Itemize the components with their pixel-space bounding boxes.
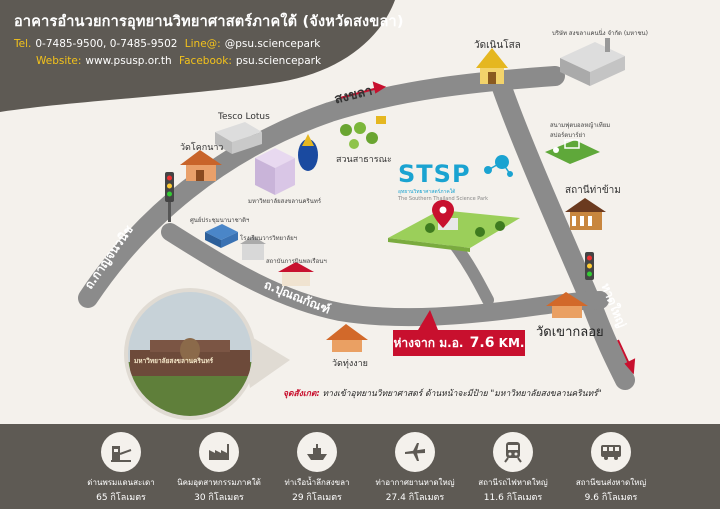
stsp-molecule-icon — [484, 155, 513, 177]
tesco-building-icon — [215, 122, 262, 154]
footer-item-train: สถานีรถไฟหาดใหญ่ 11.6 กิโลเมตร — [458, 432, 568, 504]
traffic-light-right-icon — [585, 252, 594, 280]
line-value: @psu.sciencepark — [224, 38, 321, 50]
temple-khokhan-icon — [180, 150, 222, 181]
airplane-icon — [405, 443, 425, 461]
footer-name: ด่านพรมแดนสะเดา — [87, 478, 155, 487]
label-football: สนามฟุตบอลหญ้าเทียม สปอร์ตบาร์ย่า — [550, 122, 611, 139]
label-wat-khaokloi: วัดเขากลอย — [536, 325, 604, 340]
label-hall-sub: สถาบันการบินพลเรือนฯ — [266, 258, 327, 265]
label-psu: มหาวิทยาลัยสงขลานครินทร์ — [248, 198, 322, 205]
distance-prefix: ห่างจาก ม.อ. — [393, 336, 464, 350]
psu-building-icon — [255, 148, 295, 195]
label-company: บริษัท สงขลาแคนนิ่ง จำกัด (มหาชน) — [552, 30, 648, 37]
road-songkhla — [78, 66, 565, 308]
tel-value: 0-7485-9500, 0-7485-9502 — [35, 38, 178, 50]
footer-name: สถานีขนส่งหาดใหญ่ — [575, 478, 647, 487]
football-field-icon — [545, 139, 600, 164]
direction-arrows — [339, 81, 636, 375]
stsp-logo: STSP อุทยานวิทยาศาสตร์ภาคใต้ The Souther… — [398, 160, 488, 202]
temple-nonsai-icon — [476, 48, 508, 84]
distance-unit: KM. — [498, 336, 525, 350]
website-value[interactable]: www.psusp.or.th — [85, 55, 172, 67]
footer-dist: 29 กิโลเมตร — [292, 493, 342, 503]
park-trees-icon — [340, 116, 386, 149]
note-label: จุดสังเกต: — [283, 389, 320, 399]
factory-building-icon — [560, 38, 625, 86]
label-park: สวนสาธารณะ — [336, 155, 392, 165]
location-pin-icon — [432, 200, 454, 228]
note-text: ทางเข้าอุทยานวิทยาศาสตร์ ด้านหน้าจะมีป้า… — [322, 389, 602, 399]
convention-center-icon — [205, 224, 238, 248]
contact-line-2: Website:www.psusp.or.th Facebook:psu.sci… — [36, 55, 404, 67]
footer-dist: 65 กิโลเมตร — [96, 493, 146, 503]
bus-icon — [601, 445, 621, 460]
road-punnakan — [161, 223, 609, 327]
factory-icon — [209, 444, 229, 460]
map-graphic — [78, 38, 636, 420]
distance-value: 7.6 — [469, 335, 495, 351]
footer-dist: 30 กิโลเมตร — [194, 493, 244, 503]
label-wat-khokhan: วัดโคกนาว — [180, 143, 224, 153]
footer-item-industrial: นิคมอุตสาหกรรมภาคใต้ 30 กิโลเมตร — [164, 432, 274, 504]
footer-name: ท่าอากาศยานหาดใหญ่ — [375, 478, 455, 487]
footer-item-airport: ท่าอากาศยานหาดใหญ่ 27.4 กิโลเมตร — [360, 432, 470, 504]
label-convention-sub: โรงเรียนวารวิทยาลัยฯ — [240, 235, 297, 242]
footer-name: สถานีรถไฟหาดใหญ่ — [478, 478, 548, 487]
ship-icon — [307, 444, 327, 460]
footer-item-border: ด่านพรมแดนสะเดา 65 กิโลเมตร — [66, 432, 176, 504]
facebook-value[interactable]: psu.sciencepark — [235, 55, 322, 67]
website-label: Website: — [36, 55, 82, 67]
distance-banner: ห่างจาก ม.อ. 7.6 KM. — [393, 330, 525, 356]
footer-item-bus: สถานีขนส่งหาดใหญ่ 9.6 กิโลเมตร — [556, 432, 666, 504]
label-wat-thungngai: วัดทุ่งงาย — [332, 359, 368, 369]
road-connector — [449, 239, 494, 306]
footer-name: นิคมอุตสาหกรรมภาคใต้ — [177, 478, 261, 487]
landmark-note: จุดสังเกต: ทางเข้าอุทยานวิทยาศาสตร์ ด้าน… — [283, 386, 602, 400]
hall-building-icon — [278, 262, 314, 286]
footer-name: ท่าเรือน้ำลึกสงขลา — [284, 478, 350, 487]
stsp-logo-subtitle-en: The Southern Thailand Science Park — [398, 196, 489, 202]
road-east — [490, 72, 635, 390]
footer-dist: 11.6 กิโลเมตร — [483, 493, 543, 503]
facebook-label: Facebook: — [179, 55, 232, 67]
label-wat-nonsai: วัดเนินโสล — [474, 40, 521, 51]
header-title: อาคารอำนวยการอุทยานวิทยาศาสตร์ภาคใต้ (จั… — [14, 14, 404, 30]
label-station-thakham: สถานีท่าข้าม — [565, 185, 621, 196]
distance-banner-pointer — [418, 310, 438, 330]
header-background — [0, 0, 395, 112]
photo-sign-text: มหาวิทยาลัยสงขลานครินทร์ — [134, 357, 214, 365]
footer-item-port: ท่าเรือน้ำลึกสงขลา 29 กิโลเมตร — [262, 432, 372, 504]
label-tesco: Tesco Lotus — [218, 112, 270, 122]
footer-dist: 9.6 กิโลเมตร — [584, 493, 638, 503]
label-convention: ศูนย์ประชุมนานาชาติฯ — [190, 217, 250, 224]
temple-khaokloi-icon — [546, 292, 588, 318]
stsp-logo-text: STSP — [398, 160, 471, 188]
stsp-logo-subtitle: อุทยานวิทยาศาสตร์ภาคใต้ — [398, 189, 456, 195]
footer-distances: ด่านพรมแดนสะเดา 65 กิโลเมตร นิคมอุตสาหกร… — [0, 424, 720, 509]
school-building-icon — [240, 236, 266, 260]
contact-line-1: Tel.0-7485-9500, 0-7485-9502 Line@:@psu.… — [14, 38, 404, 50]
tel-label: Tel. — [14, 38, 32, 50]
station-thakham-icon — [565, 198, 606, 230]
header: อาคารอำนวยการอุทยานวิทยาศาสตร์ภาคใต้ (จั… — [14, 10, 404, 67]
psu-emblem-icon — [298, 134, 318, 171]
train-icon — [504, 442, 522, 463]
line-label: Line@: — [184, 38, 221, 50]
stsp-site-icon — [388, 210, 520, 252]
traffic-light-left-icon — [165, 172, 174, 222]
footer-dist: 27.4 กิโลเมตร — [385, 493, 445, 503]
temple-thungngai-icon — [326, 324, 368, 352]
border-checkpoint-icon — [111, 446, 132, 462]
